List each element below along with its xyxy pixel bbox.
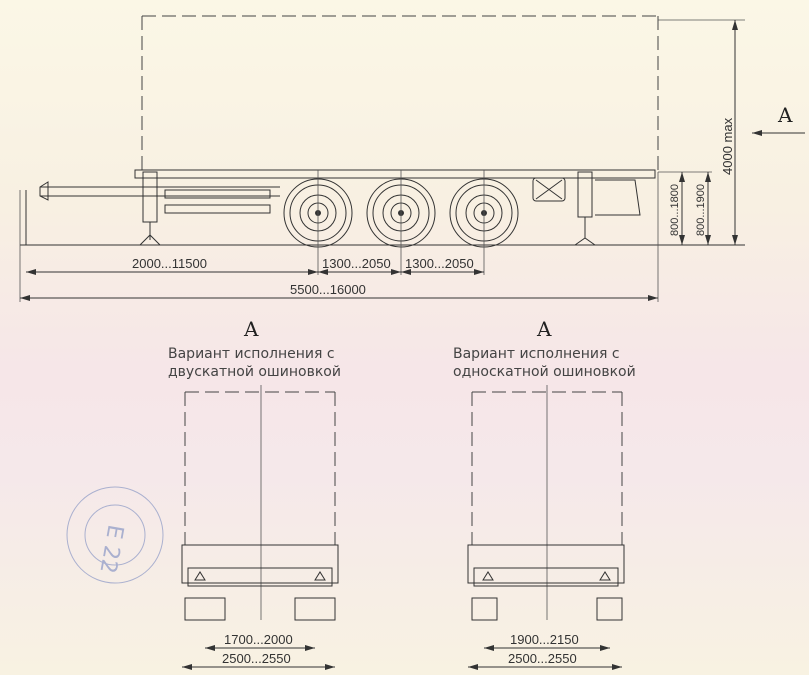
dim-frame-height-2: 800...1900: [695, 184, 707, 236]
view-marker-label: A: [777, 103, 793, 127]
side-dimensions: 2000...11500 1300...2050 1300...2050 550…: [19, 171, 712, 302]
stamp-text: E 22: [94, 523, 127, 575]
container-outline: [141, 15, 659, 172]
rear-view-single: A Вариант исполнения с односкатной ошино…: [453, 317, 636, 670]
view1-caption-1: Вариант исполнения с: [168, 346, 335, 362]
view2-track-width: 1900...2150: [510, 632, 579, 647]
dim-overall-length: 5500...16000: [290, 282, 366, 297]
dim-frame-height-1: 800...1800: [669, 184, 681, 236]
dim-axle-spacing-2: 1300...2050: [405, 256, 474, 271]
view2-overall-width: 2500...2550: [508, 651, 577, 666]
height-dimension: 4000 max: [658, 19, 745, 245]
dim-axle-spacing-1: 1300...2050: [322, 256, 391, 271]
view2-caption-1: Вариант исполнения с: [453, 346, 620, 362]
view1-overall-width: 2500...2550: [222, 651, 291, 666]
view1-marker: A: [243, 317, 259, 341]
view1-track-width: 1700...2000: [224, 632, 293, 647]
view2-marker: A: [536, 317, 552, 341]
wheels: [283, 170, 519, 275]
view-arrow-a: A: [752, 103, 805, 136]
approval-stamp: E 22: [66, 486, 164, 584]
view1-caption-2: двускатной ошиновкой: [168, 364, 341, 380]
trailer-frame: [25, 169, 656, 246]
rear-view-dual: A Вариант исполнения с двускатной ошинов…: [168, 317, 341, 670]
view2-caption-2: односкатной ошиновкой: [453, 364, 636, 380]
height-max-label: 4000 max: [720, 117, 735, 175]
dim-kingpin-axle: 2000...11500: [132, 256, 207, 271]
